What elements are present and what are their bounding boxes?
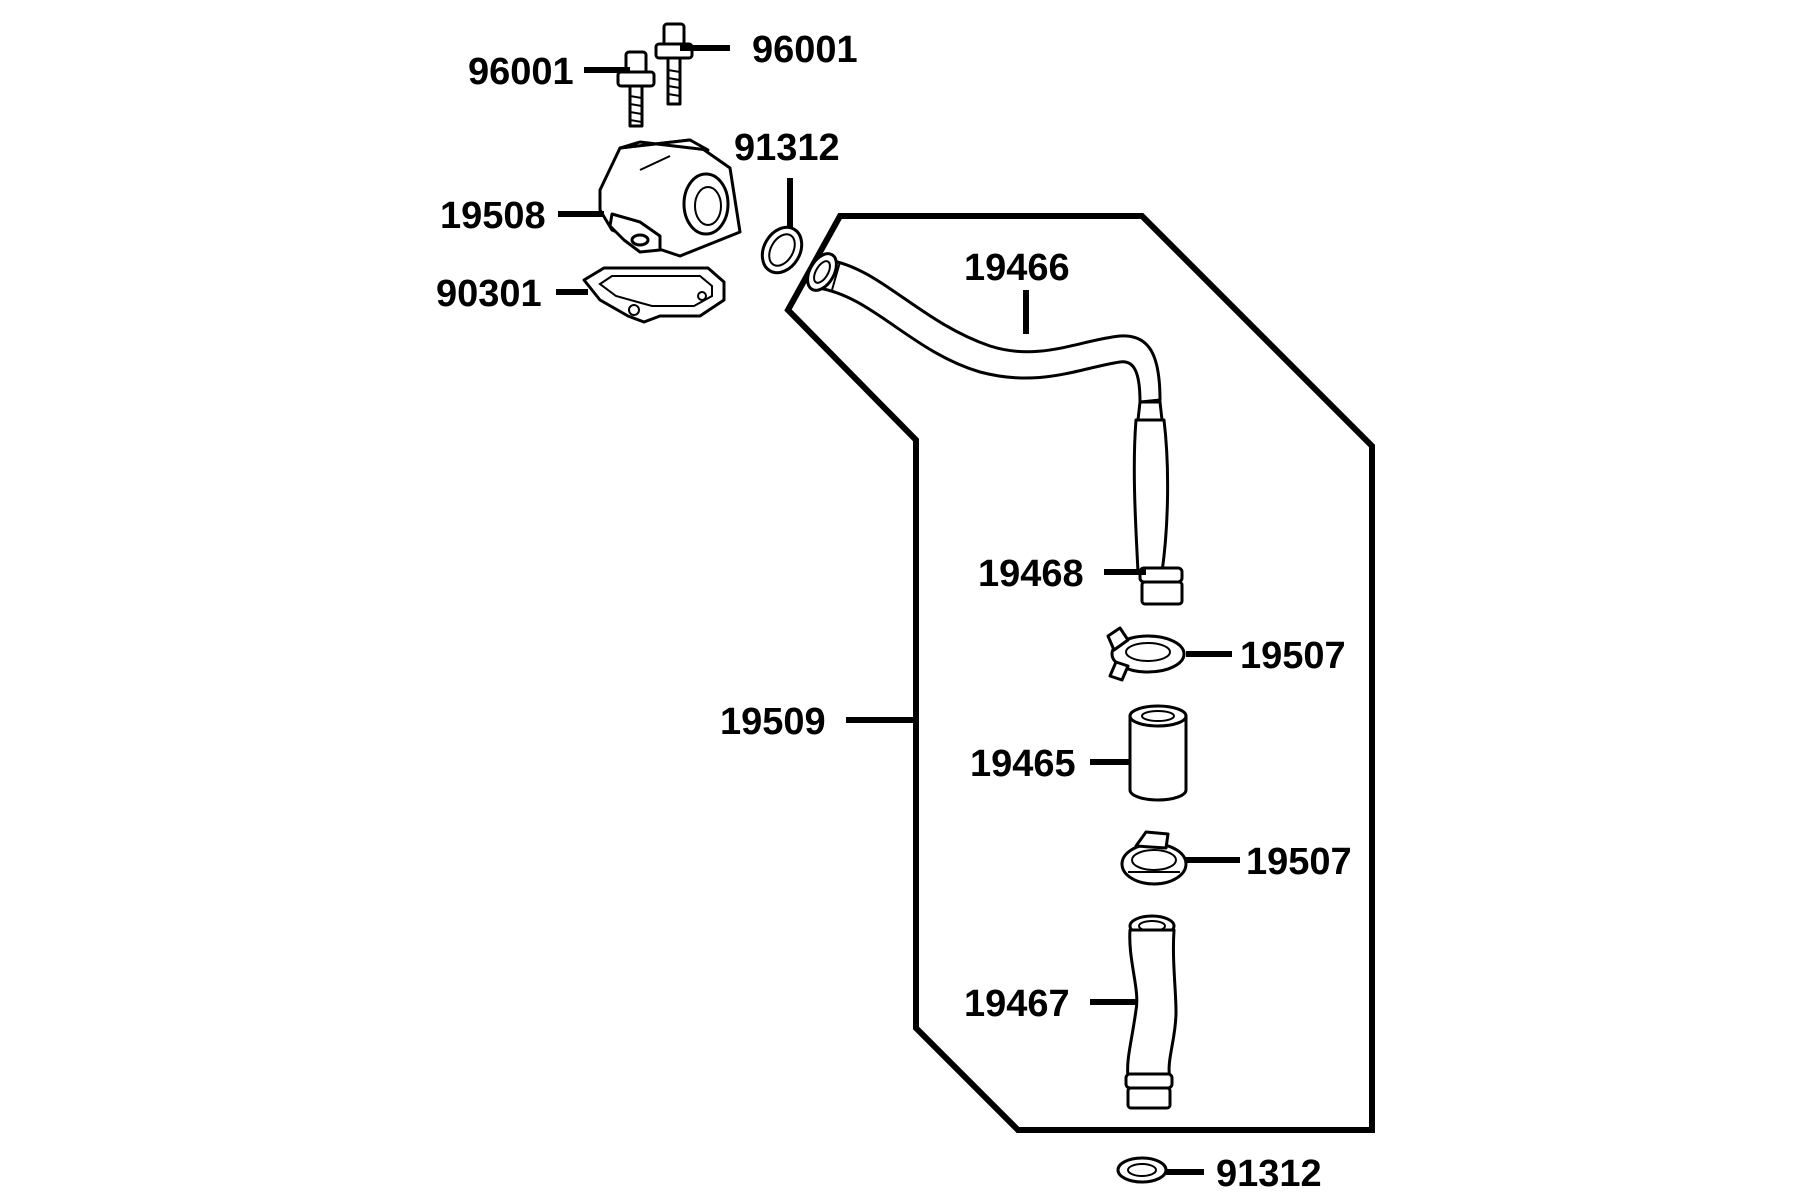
oring-top-part [760,225,804,275]
bolt-right-part [654,22,694,106]
label-oring-bottom: 91312 [1216,1153,1322,1195]
group-outline [784,213,1375,1133]
label-clamp-1: 19507 [1240,635,1346,677]
label-joint-pipe: 19465 [970,743,1076,785]
label-hose-upper: 19466 [964,247,1070,289]
oring-bottom-part [1116,1156,1168,1184]
label-group: 19509 [720,701,826,743]
label-hose-lower: 19467 [964,983,1070,1025]
gasket-part [582,266,726,324]
label-bolt-right: 96001 [752,29,858,71]
label-hose-middle: 19468 [978,553,1084,595]
label-housing: 19508 [440,195,546,237]
label-gasket: 90301 [436,273,542,315]
hose-lower-part [1124,914,1178,1110]
clamp-1-part [1106,626,1186,682]
label-bolt-left: 96001 [468,51,574,93]
bolt-left-part [616,50,656,128]
joint-pipe-part [1128,704,1188,802]
label-oring-top: 91312 [734,127,840,169]
clamp-2-part [1120,830,1188,886]
label-clamp-2: 19507 [1246,841,1352,883]
hose-middle-part [1132,400,1184,606]
housing-part [598,138,742,258]
